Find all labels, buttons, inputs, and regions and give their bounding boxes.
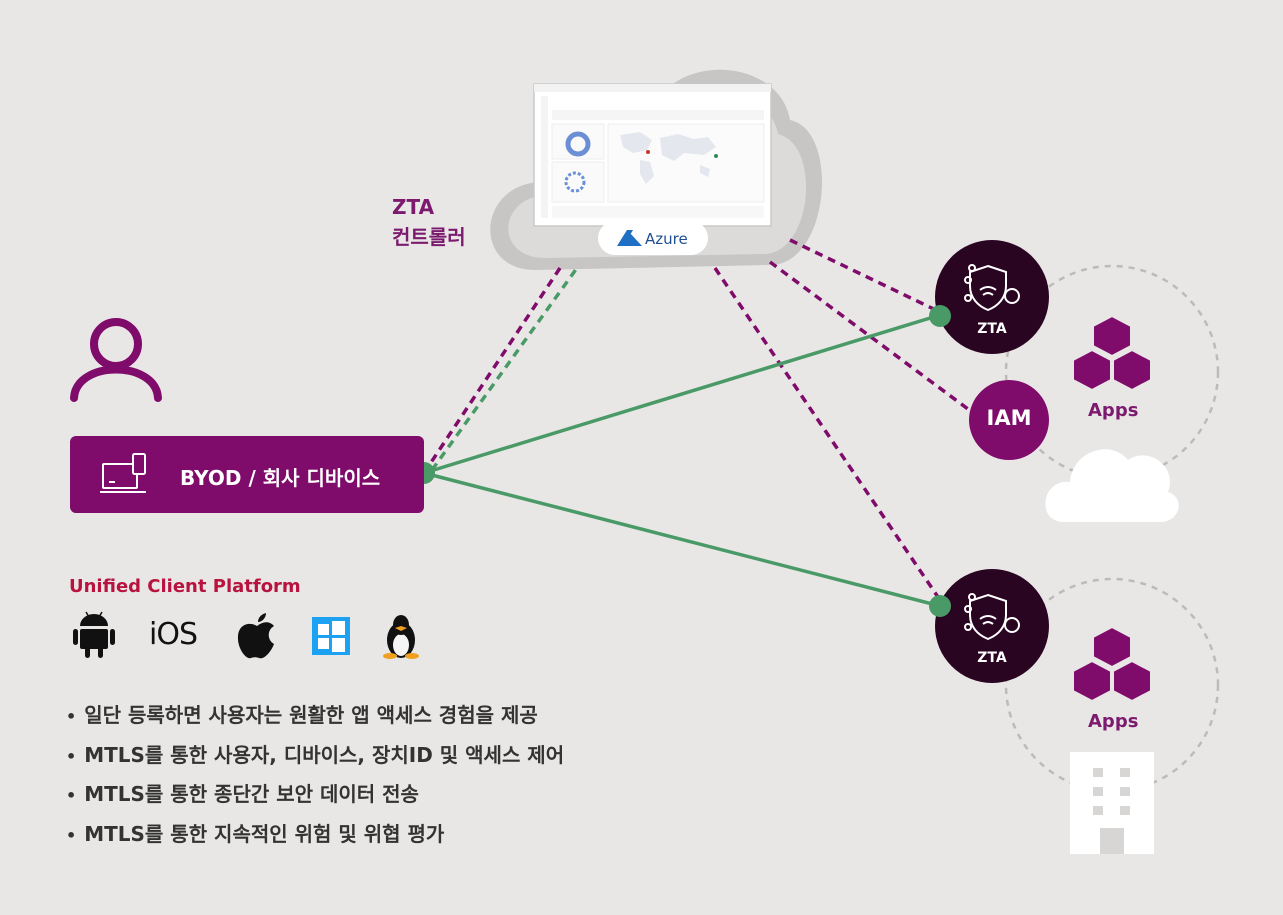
iam-node	[969, 380, 1049, 460]
apps-bottom-label: Apps	[1088, 711, 1139, 732]
user-icon	[70, 318, 162, 402]
windows-icon	[312, 617, 350, 655]
zta-shield-icon	[964, 593, 1020, 641]
byod-device-box: BYOD / 회사 디바이스	[70, 436, 424, 513]
feature-list: 일단 등록하면 사용자는 원활한 앱 액세스 경험을 제공 MTLS를 통한 사…	[66, 700, 564, 858]
feature-item: MTLS를 통한 지속적인 위험 및 위협 평가	[66, 819, 564, 859]
android-icon	[73, 611, 115, 658]
azure-label: Azure	[645, 230, 688, 248]
controller-label-line1: ZTA	[392, 195, 435, 219]
zta-node-bottom	[935, 569, 1049, 683]
ios-label: iOS	[149, 617, 198, 652]
public-cloud-icon	[1045, 449, 1179, 522]
devices-icon	[100, 453, 146, 493]
feature-item: MTLS를 통한 사용자, 디바이스, 장치ID 및 액세스 제어	[66, 740, 564, 780]
building-icon	[1070, 752, 1154, 854]
apps-cubes-icon-top	[1072, 314, 1152, 392]
platform-title: Unified Client Platform	[69, 576, 301, 597]
apps-top-label: Apps	[1088, 400, 1139, 421]
linux-icon	[383, 615, 419, 659]
zta-bottom-label: ZTA	[977, 650, 1007, 666]
byod-device-label: BYOD / 회사 디바이스	[180, 466, 381, 490]
connections	[422, 238, 974, 608]
app-group-bottom-outline	[1004, 577, 1220, 793]
zta-top-label: ZTA	[977, 321, 1007, 337]
feature-item: MTLS를 통한 종단간 보안 데이터 전송	[66, 779, 564, 819]
controller-label: ZTA 컨트롤러	[392, 192, 466, 252]
dashboard-screenshot	[533, 83, 772, 255]
feature-item: 일단 등록하면 사용자는 원활한 앱 액세스 경험을 제공	[66, 700, 564, 740]
zta-bottom-connector-dot	[929, 595, 951, 617]
iam-label: IAM	[986, 406, 1032, 430]
app-group-top-outline	[1004, 264, 1220, 480]
controller-label-line2: 컨트롤러	[392, 225, 466, 249]
zta-top-connector-dot	[929, 305, 951, 327]
apple-icon	[237, 613, 274, 659]
apps-cubes-icon-bottom	[1072, 625, 1152, 703]
zta-shield-icon	[964, 264, 1020, 312]
zta-node-top	[935, 240, 1049, 354]
